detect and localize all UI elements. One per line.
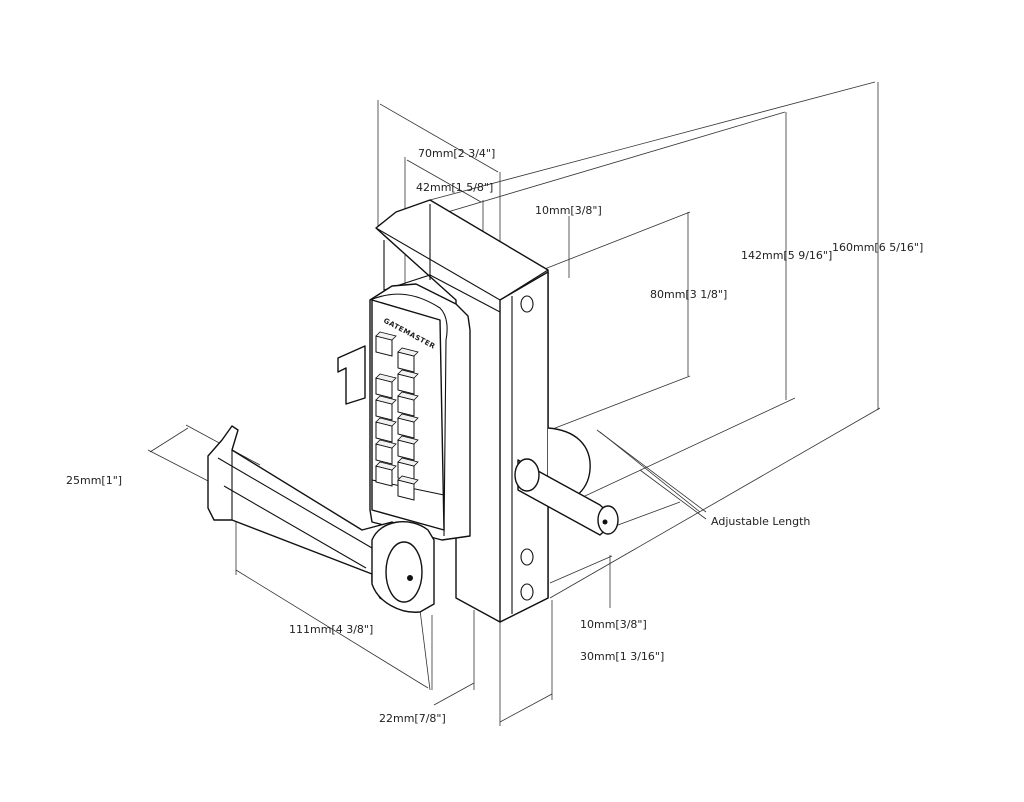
dimension-111mm: 111mm[4 3/8"] (289, 623, 373, 636)
adjustable-length-label: Adjustable Length (711, 515, 810, 528)
key-1[interactable] (375, 331, 397, 357)
latch-bolt (514, 427, 619, 536)
dimension-10mm-top: 10mm[3/8"] (535, 204, 602, 217)
dimension-22mm: 22mm[7/8"] (379, 712, 446, 725)
key-10[interactable] (397, 435, 419, 461)
key-4[interactable] (397, 369, 419, 395)
dimension-30mm: 30mm[1 3/16"] (580, 650, 664, 663)
side-tab (337, 345, 366, 405)
key-7[interactable] (375, 417, 397, 443)
dimension-lines (147, 81, 881, 726)
key-6[interactable] (397, 391, 419, 417)
key-2[interactable] (397, 347, 419, 373)
dimension-160mm: 160mm[6 5/16"] (832, 241, 923, 254)
keypad-keys (375, 331, 419, 501)
key-3[interactable] (375, 373, 397, 399)
dimension-42mm: 42mm[1 5/8"] (416, 181, 493, 194)
lever-handle[interactable] (207, 425, 435, 613)
key-13[interactable] (397, 475, 419, 501)
dimension-25mm: 25mm[1"] (66, 474, 122, 487)
dimension-labels: 70mm[2 3/4"] 42mm[1 5/8"] 10mm[3/8"] 80m… (66, 147, 923, 725)
key-5[interactable] (375, 395, 397, 421)
dimension-142mm: 142mm[5 9/16"] (741, 249, 832, 262)
key-11[interactable] (375, 461, 397, 487)
key-9[interactable] (375, 439, 397, 465)
dimension-80mm: 80mm[3 1/8"] (650, 288, 727, 301)
dimension-10mm-bottom: 10mm[3/8"] (580, 618, 647, 631)
key-8[interactable] (397, 413, 419, 439)
dimension-70mm: 70mm[2 3/4"] (418, 147, 495, 160)
